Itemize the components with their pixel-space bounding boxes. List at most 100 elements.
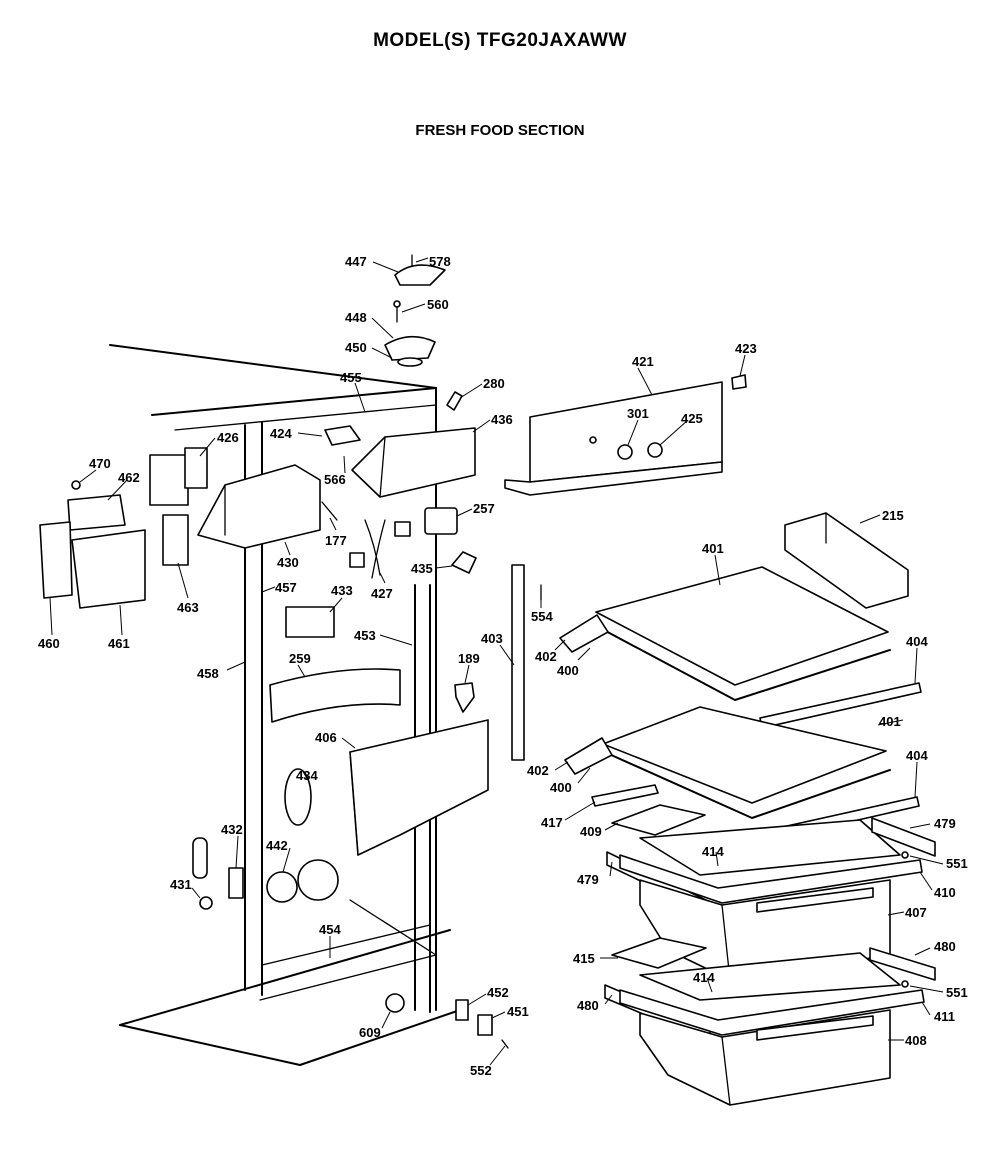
screw-552 — [501, 1039, 509, 1049]
shelf-frame-lower-400 — [564, 737, 891, 819]
screw-560 — [393, 300, 401, 323]
crisper-cover-support-406 — [349, 719, 489, 856]
callout-408: 408 — [905, 1033, 927, 1048]
callout-421: 421 — [632, 354, 654, 369]
callout-609: 609 — [359, 1025, 381, 1040]
callout-447: 447 — [345, 254, 367, 269]
callout-417: 417 — [541, 815, 563, 830]
dairy-bin-215 — [784, 512, 909, 609]
callout-400-upper: 400 — [557, 663, 579, 678]
section-title: FRESH FOOD SECTION — [415, 122, 585, 139]
callout-labels: 447 578 560 448 450 455 280 421 423 424 … — [38, 254, 968, 1078]
callout-451: 451 — [507, 1004, 529, 1019]
callout-435: 435 — [411, 561, 433, 576]
light-switch-257 — [424, 507, 458, 535]
callout-401-lower: 401 — [879, 714, 901, 729]
callout-463: 463 — [177, 600, 199, 615]
callout-450: 450 — [345, 340, 367, 355]
cover-frame-411 — [619, 989, 925, 1036]
callout-301: 301 — [627, 406, 649, 421]
air-duct-259 — [269, 668, 401, 723]
callout-460: 460 — [38, 636, 60, 651]
crisper-cover-409 — [611, 804, 706, 836]
callout-402-lower: 402 — [527, 763, 549, 778]
switch-435 — [451, 551, 477, 574]
callout-400-lower: 400 — [550, 780, 572, 795]
callout-448: 448 — [345, 310, 367, 325]
callout-461: 461 — [108, 636, 130, 651]
leader-lines — [49, 257, 944, 1066]
glass-insert-414-upper — [639, 819, 901, 876]
drawer-cover-support-417 — [591, 784, 659, 807]
callout-403: 403 — [481, 631, 503, 646]
callout-455: 455 — [340, 370, 362, 385]
callout-424: 424 — [270, 426, 292, 441]
drawer-slide-479-right — [871, 817, 936, 857]
damper-bracket-430 — [197, 464, 321, 549]
callout-452: 452 — [487, 985, 509, 1000]
callout-480-left: 480 — [577, 998, 599, 1013]
stop-551 — [901, 851, 909, 988]
callout-407: 407 — [905, 905, 927, 920]
callout-479-right: 479 — [934, 816, 956, 831]
damper-control-426 — [149, 447, 208, 506]
spring-431 — [192, 837, 213, 910]
callout-406: 406 — [315, 730, 337, 745]
crisper-drawer-407 — [639, 879, 891, 981]
callout-480-right: 480 — [934, 939, 956, 954]
callout-404-upper: 404 — [906, 634, 928, 649]
callout-426: 426 — [217, 430, 239, 445]
model-title: MODEL(S) TFG20JAXAWW — [373, 30, 627, 51]
hinge-452 — [455, 999, 469, 1021]
shelf-ladder-403 — [511, 564, 525, 761]
callout-402-upper: 402 — [535, 649, 557, 664]
knob-423 — [731, 374, 747, 390]
callout-215: 215 — [882, 508, 904, 523]
light-shield-447 — [394, 264, 446, 286]
glass-insert-414-lower — [639, 952, 901, 1001]
cover-415 — [611, 937, 707, 969]
callout-411: 411 — [934, 1009, 955, 1024]
callout-453: 453 — [354, 628, 376, 643]
callout-479-left: 479 — [577, 872, 599, 887]
cabinet-liner — [109, 344, 461, 1066]
callout-404-lower: 404 — [906, 748, 928, 763]
bracket-463 — [162, 514, 189, 566]
screw-470 — [71, 480, 81, 490]
light-assembly-433 — [285, 606, 335, 638]
callout-442: 442 — [266, 838, 288, 853]
screw-177 — [321, 501, 338, 521]
thermostat-432 — [228, 867, 244, 899]
callout-259: 259 — [289, 651, 311, 666]
callout-401-upper: 401 — [702, 541, 724, 556]
callout-551-lower: 551 — [946, 985, 968, 1000]
cover-frame-410 — [619, 854, 923, 904]
callout-430: 430 — [277, 555, 299, 570]
callout-415: 415 — [573, 951, 595, 966]
clip-189 — [454, 682, 475, 713]
callout-434: 434 — [296, 768, 318, 783]
callout-566: 566 — [324, 472, 346, 487]
callout-433: 433 — [331, 583, 353, 598]
callout-552: 552 — [470, 1063, 492, 1078]
callout-551-upper: 551 — [946, 856, 968, 871]
callout-457: 457 — [275, 580, 297, 595]
glass-shelf-upper-401 — [595, 566, 889, 686]
callout-425: 425 — [681, 411, 703, 426]
callout-177: 177 — [325, 533, 347, 548]
fan-housing-462 — [67, 494, 126, 531]
callout-432: 432 — [221, 822, 243, 837]
fan-motor-460 — [39, 521, 73, 599]
callout-436: 436 — [491, 412, 513, 427]
callout-454: 454 — [319, 922, 341, 937]
control-panel-421 — [504, 381, 723, 496]
drawer-slide-480-right — [869, 947, 936, 981]
wiring-harness-427 — [349, 519, 411, 579]
light-socket-448 — [384, 335, 436, 367]
callout-189: 189 — [458, 651, 480, 666]
callout-462: 462 — [118, 470, 140, 485]
roller-609 — [385, 993, 405, 1013]
hinge-bracket-451 — [477, 1014, 493, 1036]
